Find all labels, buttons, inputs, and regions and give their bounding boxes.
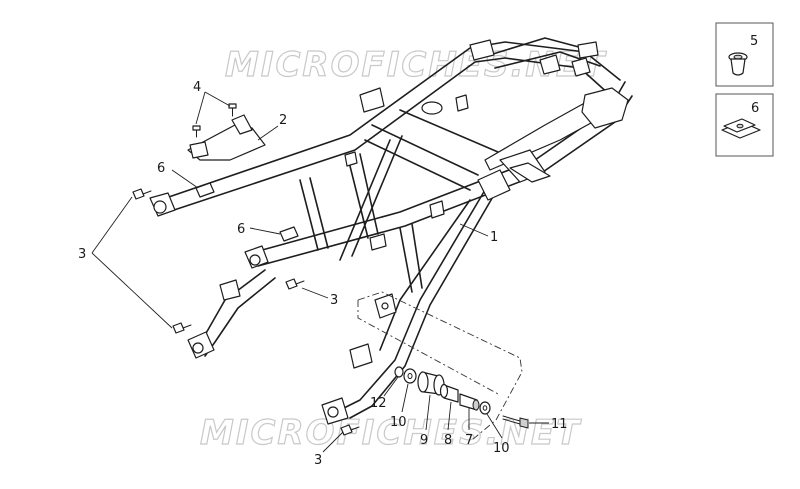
clip-part-6-upper — [195, 182, 215, 198]
callout-6-middle: 6 — [237, 222, 245, 237]
rear-frame — [149, 37, 633, 425]
bolt-part-3-middle — [285, 278, 305, 290]
exploded-view-boundary-inner — [357, 300, 501, 396]
bolt-part-3-left-top — [132, 188, 152, 200]
exploded-view-boundary — [357, 291, 523, 441]
callout-10-right: 10 — [493, 441, 510, 456]
bolt-part-3-left-bottom — [172, 322, 192, 334]
screws-part-4 — [192, 103, 237, 138]
washer-part-12 — [394, 366, 404, 378]
callout-8: 8 — [444, 433, 452, 448]
spacer-part-8 — [439, 383, 459, 403]
callout-3-bottom: 3 — [314, 453, 322, 468]
callout-1: 1 — [490, 230, 498, 245]
callout-11: 11 — [551, 417, 568, 432]
bolt-part-11 — [502, 415, 529, 429]
callout-3-middle: 3 — [330, 293, 338, 308]
callout-6-upper: 6 — [157, 161, 165, 176]
callout-12: 12 — [370, 396, 387, 411]
bracket-part-2 — [187, 114, 266, 161]
clip-nut-icon — [721, 118, 761, 139]
inset-box-part-5: 5 — [715, 22, 774, 87]
callout-9: 9 — [420, 433, 428, 448]
washer-part-10-right — [479, 401, 491, 415]
callout-10-left: 10 — [390, 415, 407, 430]
washer-part-10-left — [403, 368, 417, 384]
callout-5: 5 — [750, 34, 758, 49]
inset-box-part-6: 6 — [715, 93, 774, 157]
bushing-part-9 — [417, 371, 445, 396]
callout-2: 2 — [279, 113, 287, 128]
callout-3-left: 3 — [78, 247, 86, 262]
leader-lines — [91, 91, 549, 453]
callout-6-inset: 6 — [751, 101, 759, 116]
grommet-icon — [728, 52, 748, 76]
clip-part-6-middle — [279, 226, 299, 242]
callout-4: 4 — [193, 80, 201, 95]
bolt-part-3-bottom — [340, 424, 360, 436]
callout-7: 7 — [465, 433, 473, 448]
watermark-bottom: MICROFICHES.NET — [200, 413, 582, 453]
sleeve-part-7 — [459, 393, 480, 411]
